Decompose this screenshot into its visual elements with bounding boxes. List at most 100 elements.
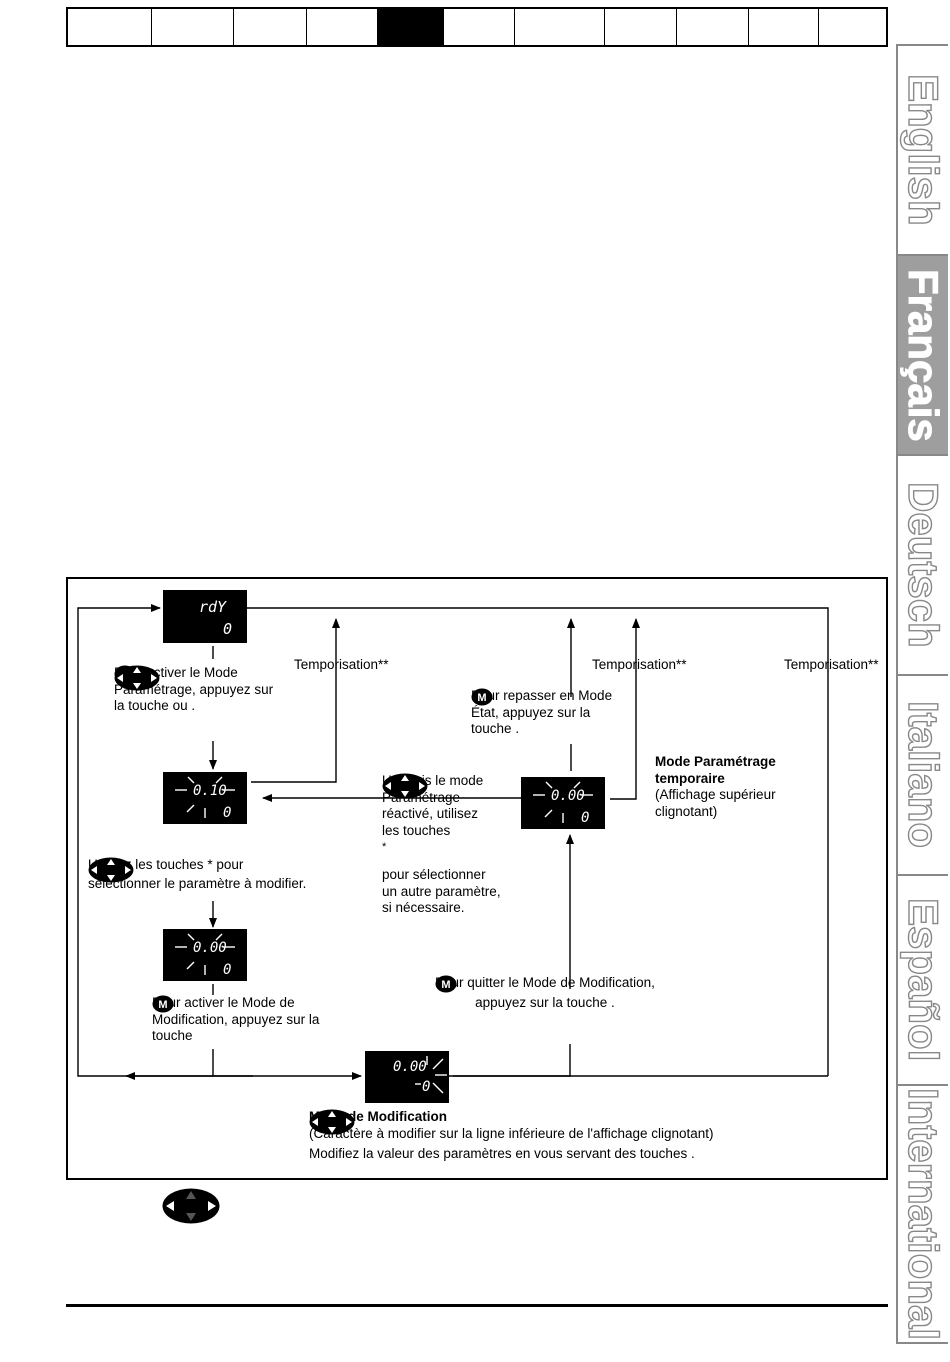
- text-fragment: touche: [152, 1028, 193, 1043]
- text-fragment: appuyez sur la touche: [475, 994, 608, 1010]
- text-fragment: Modifiez la valeur des paramètres en vou…: [309, 1146, 688, 1161]
- text-fragment: .: [610, 994, 615, 1010]
- text-line: Mode de Modification: [309, 1109, 447, 1124]
- header-tab: [307, 9, 378, 45]
- text-fragment: la touche: [114, 698, 169, 713]
- text-line: temporaire: [655, 770, 725, 786]
- text-line: pour sélectionner: [382, 867, 486, 882]
- text-fragment: * pour: [207, 857, 244, 872]
- text-fragment: .: [515, 721, 520, 736]
- lcd-bottom-line: 0: [223, 962, 231, 978]
- key-letter: M: [158, 999, 167, 1011]
- label-timeout-select: Temporisation**: [294, 657, 389, 672]
- flash-rays-icon: [415, 1056, 447, 1094]
- lcd-top-line: 0.10: [193, 783, 227, 799]
- text-line: Utilisez les touches * pour: [88, 857, 306, 883]
- language-label: International: [899, 1087, 947, 1341]
- header-tab: [152, 9, 234, 45]
- lcd-bottom-line: 0: [581, 810, 589, 826]
- flow-connectors: [77, 604, 829, 1080]
- text-line: État, appuyez sur la: [471, 704, 591, 720]
- text-fragment: .: [191, 698, 196, 713]
- text-line: Mode Paramétrage: [655, 754, 776, 769]
- language-label: Italiano: [899, 701, 947, 849]
- language-sidebar: English Français Deutsch Italiano Españo…: [896, 44, 950, 1344]
- header-tab-active: [378, 9, 444, 45]
- lcd-display-status: rdY 0: [163, 590, 247, 643]
- text-fragment: ou: [172, 698, 188, 713]
- text-line: les touches: [382, 822, 451, 838]
- lcd-display-modify: 0.00 0: [365, 1051, 449, 1103]
- lcd-digits: rdY 0: [199, 598, 232, 638]
- arrow-keypad-icon: [88, 857, 134, 883]
- header-tab: [605, 9, 677, 45]
- text-fragment: *: [382, 841, 387, 853]
- text-line: sélectionner le paramètre à modifier.: [88, 875, 307, 891]
- note-activate-parameter-mode: Pour activer le Mode Paramétrage, appuye…: [114, 665, 273, 715]
- language-tab-deutsch[interactable]: Deutsch: [896, 454, 948, 674]
- header-tab-row: [66, 7, 888, 47]
- text-line: Modifiez la valeur des paramètres en vou…: [309, 1109, 714, 1163]
- lcd-top-line: 0.00: [193, 940, 227, 956]
- footer-rule: [66, 1304, 888, 1307]
- text-line: réactivé, utilisez: [382, 806, 479, 821]
- arrow-edit-timeout: [224, 604, 829, 1076]
- note-return-status-mode: Pour repasser en Mode État, appuyez sur …: [471, 688, 612, 738]
- flash-rays-icon: [533, 781, 593, 823]
- label-timeout-temp: Temporisation**: [592, 657, 687, 672]
- text-line: si nécessaire.: [382, 900, 465, 915]
- language-label: Español: [899, 898, 947, 1063]
- header-tab: [515, 9, 605, 45]
- lcd-top-line: rdY: [199, 598, 227, 616]
- arrow-keypad-icon: [114, 665, 160, 691]
- arrow-keypad-icon: [162, 1188, 220, 1224]
- key-letter: M: [441, 979, 450, 991]
- header-tab: [68, 9, 152, 45]
- keypad-mode-flow-diagram: rdY 0 0.10 0 0.00 0: [66, 577, 888, 1180]
- language-tab-espanol[interactable]: Español: [896, 874, 948, 1084]
- flash-rays-icon: [175, 776, 235, 818]
- language-label: Français: [900, 268, 948, 442]
- text-line: *: [382, 773, 501, 867]
- text-line: Pour repasser en Mode: [471, 688, 613, 703]
- text-line: touche M: [152, 995, 319, 1045]
- text-line: (Caractère à modifier sur la ligne infér…: [309, 1125, 714, 1141]
- lcd-display-temporary: 0.00 0: [521, 777, 605, 829]
- text-line: clignotant): [655, 803, 718, 819]
- language-label: Deutsch: [899, 481, 947, 648]
- flash-rays-icon: [175, 933, 235, 975]
- text-fragment: .: [690, 1146, 695, 1161]
- text-line: touche M .: [471, 688, 612, 738]
- arrow-select-timeout: [251, 618, 340, 783]
- note-use-arrow-keys: Utilisez les touches * pour sélectionner…: [88, 857, 306, 892]
- header-tab: [234, 9, 307, 45]
- text-line: Pour quitter le Mode de Modification,: [435, 975, 655, 990]
- lcd-top-line: 0.00: [551, 788, 585, 804]
- lcd-display-edit-ready: 0.00 0: [163, 929, 247, 981]
- language-label: English: [899, 73, 947, 226]
- language-tab-francais[interactable]: Français: [896, 254, 948, 454]
- note-activate-edit-mode: Pour activer le Mode de Modification, ap…: [152, 995, 319, 1045]
- text-line: Pour activer le Mode de: [152, 995, 295, 1010]
- lcd-bottom-line: 0: [223, 620, 232, 638]
- note-edit-mode: Mode de Modification (Caractère à modifi…: [309, 1109, 714, 1163]
- header-tab: [444, 9, 515, 45]
- language-tab-english[interactable]: English: [896, 44, 948, 254]
- lcd-top-line: 0.00: [393, 1059, 427, 1075]
- language-tab-international[interactable]: International: [896, 1084, 948, 1344]
- text-line: (Affichage supérieur: [655, 787, 776, 802]
- mode-m-key-icon: M: [435, 975, 457, 993]
- text-fragment: touche: [471, 721, 512, 736]
- lcd-bottom-line: 0: [223, 805, 231, 821]
- note-quit-edit-mode: Pour quitter le Mode de Modification, ap…: [435, 975, 655, 1011]
- header-tab: [819, 9, 886, 45]
- language-tab-italiano[interactable]: Italiano: [896, 674, 948, 874]
- arrow-keypad-icon: [382, 773, 428, 799]
- label-timeout-edit: Temporisation**: [784, 657, 879, 672]
- lcd-bottom-line: 0: [422, 1079, 430, 1095]
- arrow-editready-to-edit: [212, 1049, 362, 1080]
- text-line: Modification, appuyez sur la: [152, 1011, 320, 1027]
- key-letter: M: [477, 692, 486, 704]
- text-line: appuyez sur la touche M.: [435, 975, 655, 1012]
- note-temporary-parameter-mode: Mode Paramétrage temporaire (Affichage s…: [655, 754, 776, 820]
